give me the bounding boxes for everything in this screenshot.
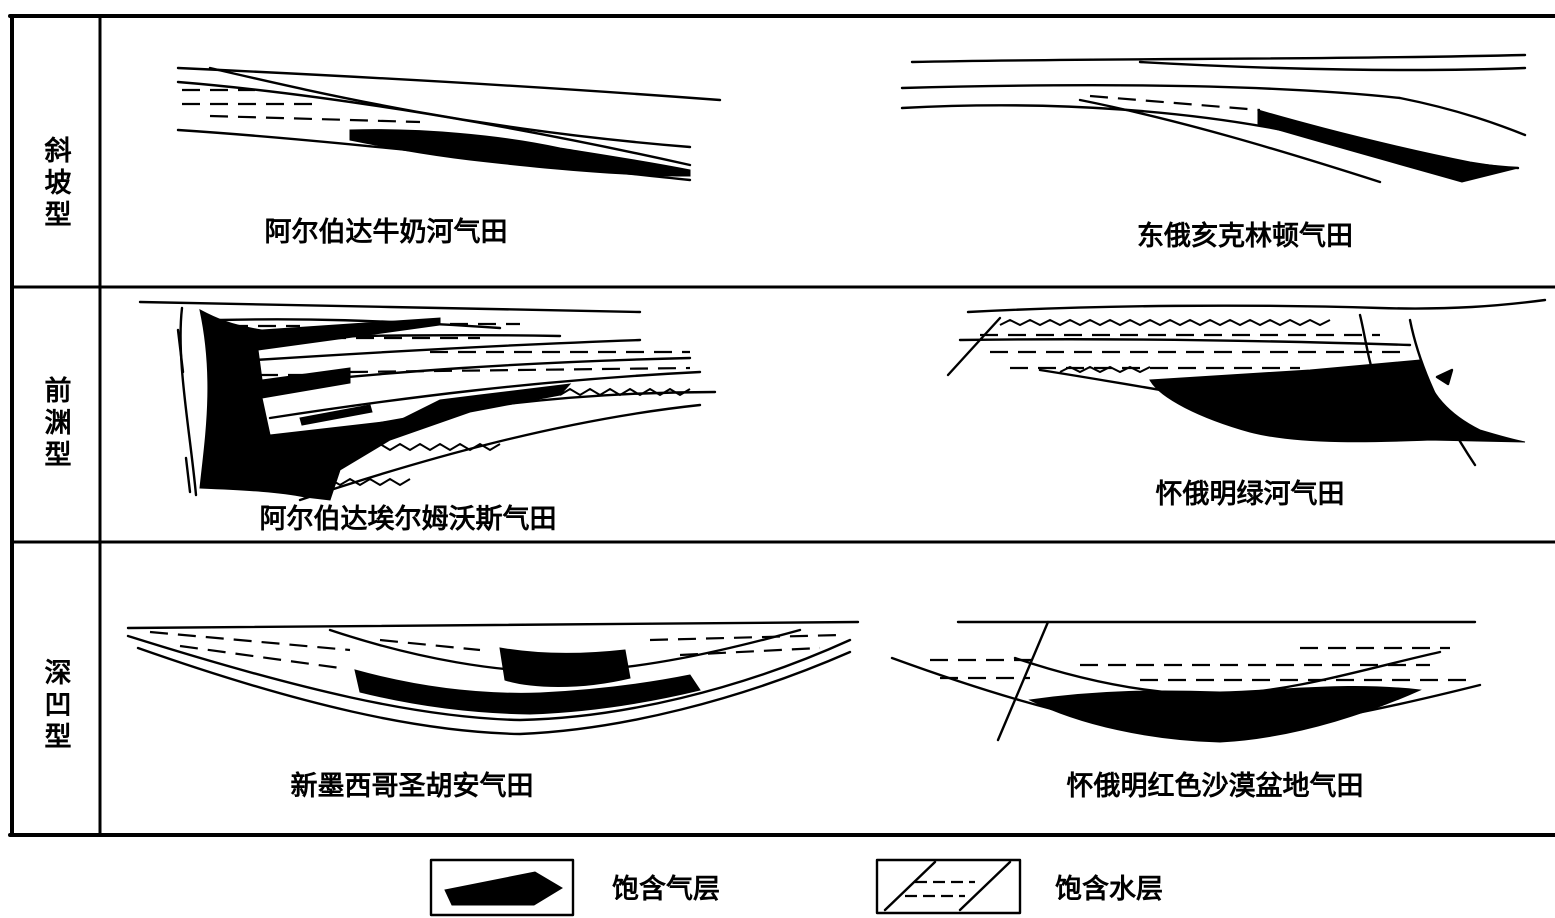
row-1-category-char-2: 坡: [45, 168, 72, 199]
row-2-category: 前 渊 型: [45, 375, 72, 471]
row-3-right-caption: 怀俄明红色沙漠盆地气田: [1067, 770, 1364, 802]
gas-zone: [349, 129, 691, 177]
gas-zone: [1028, 686, 1422, 743]
gas-zone: [354, 669, 701, 715]
legend-water-label: 饱含水层: [1055, 873, 1163, 905]
row-3-category-char-1: 深: [45, 658, 72, 689]
row-1-category: 斜 坡 型: [44, 136, 72, 231]
legend: 饱含气层 饱含水层: [429, 858, 1163, 917]
row-3-category-char-3: 型: [45, 722, 72, 753]
row-3-category: 深 凹 型: [45, 658, 72, 753]
row-2-right-caption: 怀俄明绿河气田: [1156, 479, 1345, 510]
row-2-category-char-2: 渊: [45, 408, 72, 439]
gas-zone: [1149, 359, 1526, 443]
row-2-left-cross-section: 阿尔伯达埃尔姆沃斯气田: [138, 300, 717, 535]
row-2-category-char-3: 型: [45, 440, 72, 471]
legend-water-swatch: [883, 860, 937, 912]
legend-water-swatch-frame: [875, 858, 1022, 915]
row-3-left-cross-section: 新墨西哥圣胡安气田: [126, 620, 860, 802]
legend-gas-label: 饱含气层: [612, 873, 720, 905]
row-1-right-cross-section: 东俄亥克林顿气田: [900, 53, 1527, 252]
gas-zone: [199, 309, 572, 501]
row-3-category-char-2: 凹: [45, 690, 72, 721]
gas-zone: [1257, 109, 1519, 183]
table-frame: [8, 14, 1555, 837]
row-2-category-char-1: 前: [45, 375, 72, 407]
legend-gas-swatch: [444, 871, 563, 906]
row-1-left-caption: 阿尔伯达牛奶河气田: [265, 217, 508, 248]
row-1-left-cross-section: 阿尔伯达牛奶河气田: [176, 66, 722, 248]
row-1-right-caption: 东俄亥克林顿气田: [1137, 220, 1353, 252]
row-2-right-cross-section: 怀俄明绿河气田: [946, 298, 1547, 510]
row-1-category-char-1: 斜: [44, 136, 72, 167]
row-2-left-caption: 阿尔伯达埃尔姆沃斯气田: [260, 504, 557, 535]
row-1-category-char-3: 型: [45, 200, 72, 231]
row-3-left-caption: 新墨西哥圣胡安气田: [291, 770, 534, 802]
row-3-right-cross-section: 怀俄明红色沙漠盆地气田: [890, 620, 1482, 802]
legend-gas-swatch-frame: [429, 858, 575, 917]
